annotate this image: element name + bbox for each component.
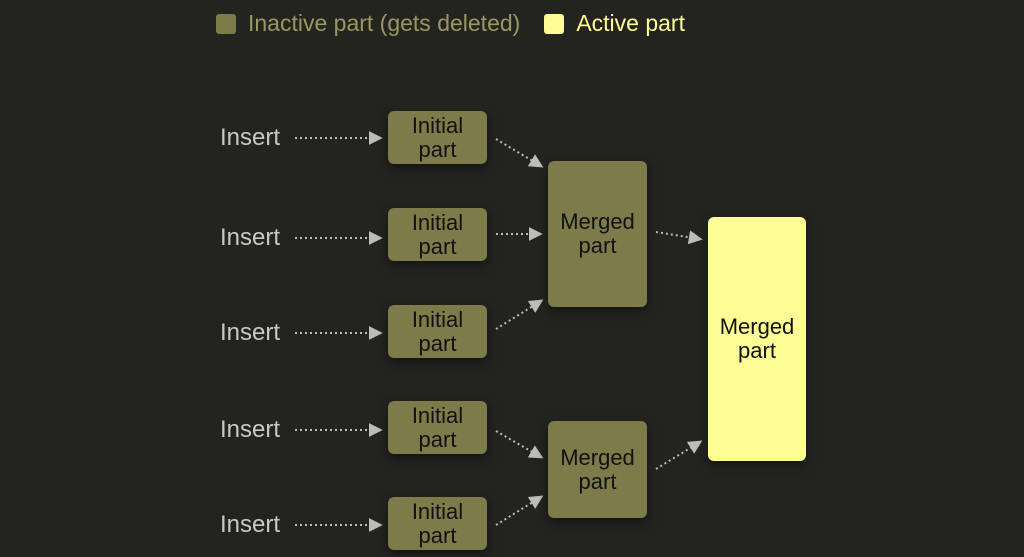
legend-item-active: Active part — [544, 10, 685, 37]
merged-part-2-line1: Merged — [560, 444, 635, 470]
arrow-initial-5-merged-2 — [495, 495, 544, 526]
legend-item-inactive: Inactive part (gets deleted) — [216, 10, 520, 37]
merged-part-2-line2: part — [578, 468, 617, 494]
arrow-initial-4-merged-2 — [495, 430, 544, 459]
insert-label-1: Insert — [220, 124, 281, 151]
initial-part-2-line1: Initial — [411, 209, 464, 235]
initial-part-3-line2: part — [418, 330, 457, 356]
arrow-merged-2-final — [655, 440, 703, 470]
legend: Inactive part (gets deleted) Active part — [216, 10, 709, 37]
initial-part-5-line1: Initial — [411, 498, 464, 524]
insert-label-2: Insert — [220, 224, 281, 251]
initial-part-1-line1: Initial — [411, 112, 464, 138]
initial-part-4-line2: part — [418, 426, 457, 452]
initial-part-2-line2: part — [418, 233, 457, 259]
initial-part-3-line1: Initial — [411, 306, 464, 332]
inactive-swatch — [216, 13, 236, 34]
merged-part-1-line2: part — [578, 233, 617, 258]
final-merged-part-line1: Merged — [719, 314, 795, 339]
insert-label-5: Insert — [220, 511, 281, 538]
final-merged-part-line2: part — [738, 338, 776, 363]
arrow-initial-3-merged-1 — [495, 299, 544, 330]
arrow-merged-1-final — [655, 230, 703, 245]
active-swatch — [544, 13, 565, 34]
arrow-initial-1-merged-1 — [495, 138, 544, 168]
merged-part-1-line1: Merged — [560, 209, 635, 234]
insert-label-3: Insert — [220, 319, 281, 346]
legend-label-inactive: Inactive part (gets deleted) — [248, 10, 521, 36]
initial-part-5-line2: part — [418, 522, 457, 548]
legend-label-active: Active part — [576, 10, 685, 36]
insert-label-4: Insert — [220, 416, 281, 443]
initial-part-4-line1: Initial — [411, 402, 464, 428]
initial-part-1-line2: part — [418, 136, 457, 162]
